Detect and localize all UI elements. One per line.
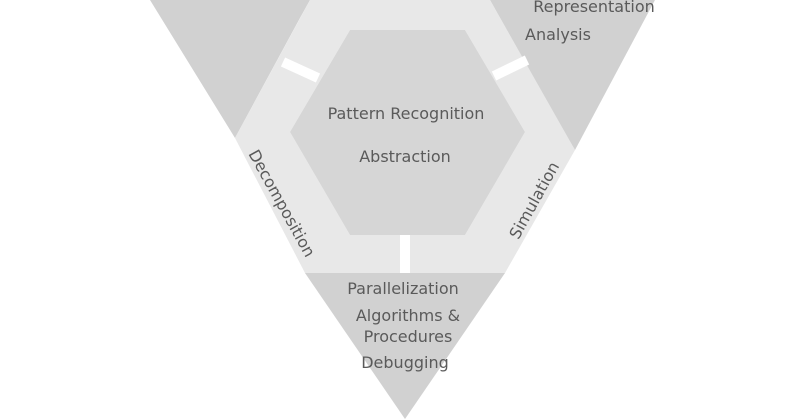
bottom-label-algorithms: Algorithms &	[356, 306, 460, 325]
ring-separator-upper-right	[491, 55, 530, 81]
triangle-bottom-segment	[305, 273, 505, 419]
bottom-label-debugging: Debugging	[361, 353, 449, 372]
ring-separator-upper-left	[280, 57, 321, 83]
center-label-abstraction: Abstraction	[359, 147, 451, 166]
bottom-label-procedures: Procedures	[364, 327, 453, 346]
top-right-label-representation: Representation	[533, 0, 655, 16]
triangle-left-segment	[150, 0, 310, 138]
ring-band	[235, 0, 575, 273]
center-label-pattern-recognition: Pattern Recognition	[328, 104, 485, 123]
center-hexagon	[290, 30, 525, 235]
triangle-right-segment	[490, 0, 655, 150]
bottom-label-parallelization: Parallelization	[347, 279, 459, 298]
top-right-label-analysis: Analysis	[525, 25, 591, 44]
